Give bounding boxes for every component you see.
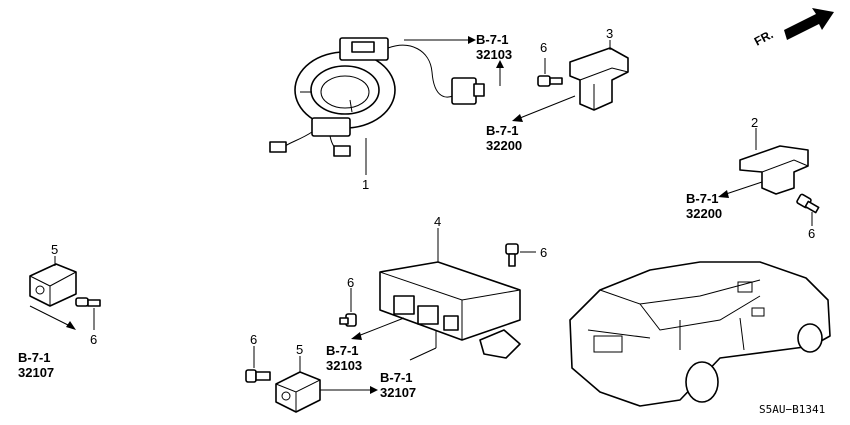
vehicle-location-illustration — [569, 261, 831, 407]
reference-b-code: 32200 — [486, 138, 522, 153]
reference-a[interactable]: B-7-1 32103 — [404, 32, 512, 86]
part-number-3: 3 — [606, 26, 613, 41]
reference-e[interactable]: B-7-1 32103 — [326, 317, 405, 373]
part-number-5-bottom: 5 — [296, 342, 303, 357]
reference-a-code: 32103 — [476, 47, 512, 62]
bolt-c[interactable] — [505, 243, 536, 267]
reference-f-code: 32107 — [380, 385, 416, 400]
part-number-6-c: 6 — [540, 245, 547, 260]
bolt-e[interactable] — [245, 346, 271, 383]
reference-d-code: 32107 — [18, 365, 54, 380]
part-number-4: 4 — [434, 214, 441, 229]
reference-c-page: B-7-1 — [686, 191, 719, 206]
part-number-6-f: 6 — [90, 332, 97, 347]
srs-control-unit[interactable] — [379, 228, 521, 359]
reference-f-page: B-7-1 — [380, 370, 413, 385]
side-impact-sensor-bottom[interactable] — [275, 356, 321, 413]
sensor-bracket-left[interactable] — [569, 40, 629, 111]
bolt-b[interactable] — [796, 193, 820, 226]
reference-f[interactable]: B-7-1 32107 — [312, 330, 437, 400]
reference-c[interactable]: B-7-1 32200 — [686, 181, 763, 221]
part-number-5-left: 5 — [51, 242, 58, 257]
part-number-6-b: 6 — [808, 226, 815, 241]
front-arrow-icon — [784, 8, 834, 40]
clockspring-assembly[interactable] — [269, 37, 485, 175]
reference-e-page: B-7-1 — [326, 343, 359, 358]
side-impact-sensor-left[interactable] — [29, 256, 77, 307]
reference-e-code: 32103 — [326, 358, 362, 373]
reference-b-page: B-7-1 — [486, 123, 519, 138]
part-number-6-e: 6 — [250, 332, 257, 347]
bolt-f[interactable] — [75, 297, 101, 330]
sensor-bracket-right[interactable] — [739, 128, 809, 195]
bolt-a[interactable] — [537, 58, 563, 87]
reference-a-page: B-7-1 — [476, 32, 509, 47]
reference-d-page: B-7-1 — [18, 350, 51, 365]
part-number-6-a: 6 — [540, 40, 547, 55]
reference-d[interactable]: B-7-1 32107 — [18, 305, 76, 380]
reference-c-code: 32200 — [686, 206, 722, 221]
part-number-1: 1 — [362, 177, 369, 192]
front-direction-indicator: FR. — [752, 8, 834, 49]
reference-b[interactable]: B-7-1 32200 — [486, 95, 576, 153]
bolt-d[interactable] — [339, 288, 357, 327]
diagram-code: S5AU−B1341 — [759, 403, 825, 416]
part-number-6-d: 6 — [347, 275, 354, 290]
front-label: FR. — [752, 27, 776, 48]
part-number-2: 2 — [751, 115, 758, 130]
